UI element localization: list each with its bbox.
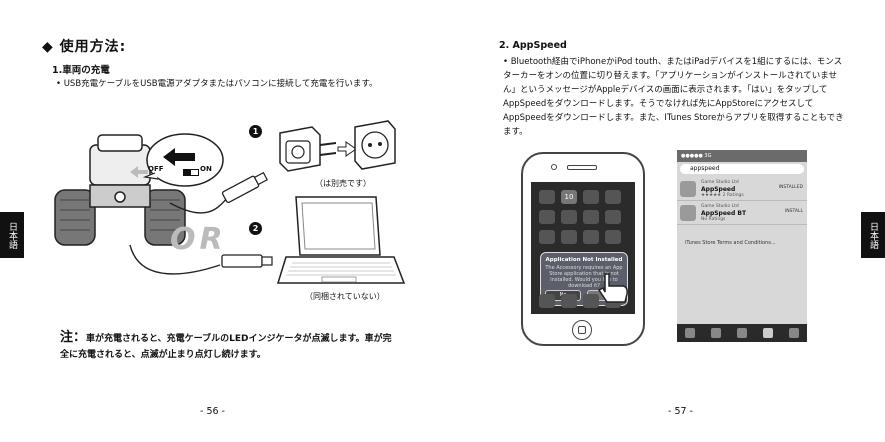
alert-title: Application Not Installed <box>545 257 623 263</box>
result-row-appspeed[interactable]: Game Studio Ltd AppSpeed ★★★★★ 2 Ratings… <box>677 178 807 201</box>
app-rating: ★★★★★ 2 Ratings <box>701 193 744 198</box>
tab-bar <box>677 324 807 342</box>
page-number: - 57 - <box>668 406 693 417</box>
app-name: AppSpeed <box>701 186 736 193</box>
tab-search[interactable] <box>763 328 773 338</box>
home-button[interactable] <box>572 320 592 340</box>
left-page: 日本語 ◆ 使用方法: 1.車両の充電 • USB充電ケーブルをUSB電源アダプ… <box>0 0 442 442</box>
status-bar: ●●●●● 3G <box>677 150 807 162</box>
app-store-screen: ●●●●● 3G appspeed Game Studio Ltd AppSpe… <box>677 150 807 342</box>
tab-categories[interactable] <box>711 328 721 338</box>
install-button[interactable]: INSTALL <box>784 209 803 214</box>
page-number: - 56 - <box>200 406 225 417</box>
result-row-appspeed-bt[interactable]: Game Studio Ltd AppSpeed BT No Ratings I… <box>677 202 807 225</box>
note-text: 車が充電されると、充電ケーブルのLEDインジケータが点滅します。車が完全に充電さ… <box>60 334 392 360</box>
step-marker-1: 1 <box>249 125 262 138</box>
note-label: 注： <box>60 330 87 345</box>
iphone-alert-mockup: 10 Application Not Installed The Accesso… <box>521 152 645 346</box>
app-vendor: Game Studio Ltd <box>701 204 739 209</box>
tab-featured[interactable] <box>685 328 695 338</box>
app-vendor: Game Studio Ltd <box>701 180 739 185</box>
search-input[interactable]: appspeed <box>680 164 804 174</box>
alert-message: The Accessory requires an App Store appl… <box>545 265 623 289</box>
switch-off-label: OFF <box>148 165 164 173</box>
page-title: ◆ 使用方法: <box>42 39 127 55</box>
section-body-charging: • USB充電ケーブルをUSB電源アダプタまたはパソコンに接続して充電を行います… <box>56 79 378 89</box>
language-tab: 日本語 <box>0 212 24 258</box>
charging-illustration <box>54 120 406 284</box>
calendar-icon: 10 <box>561 190 577 204</box>
charging-note: 注：車が充電されると、充電ケーブルのLEDインジケータが点滅します。車が完全に充… <box>60 330 400 363</box>
tab-top25[interactable] <box>737 328 747 338</box>
section-title-appspeed: 2. AppSpeed <box>499 40 567 51</box>
app-icon <box>680 181 696 197</box>
terms-link[interactable]: iTunes Store Terms and Conditions... <box>685 240 776 246</box>
right-page: 2. AppSpeed • Bluetooth経由でiPhoneかiPod to… <box>443 0 885 442</box>
app-icon <box>680 205 696 221</box>
section-title-charging: 1.車両の充電 <box>52 65 110 76</box>
switch-on-label: ON <box>200 165 212 173</box>
app-rating: No Ratings <box>701 217 726 222</box>
or-label: OR <box>170 222 227 257</box>
app-name: AppSpeed BT <box>701 210 747 217</box>
tap-hand-icon <box>597 273 628 303</box>
tab-updates[interactable] <box>789 328 799 338</box>
section-body-appspeed: • Bluetooth経由でiPhoneかiPod touth、またはiPadデ… <box>503 57 844 137</box>
language-tab: 日本語 <box>861 212 885 258</box>
step-marker-2: 2 <box>249 222 262 235</box>
caption-laptop: （同梱されていない） <box>305 292 385 301</box>
caption-adapter: （は別売です） <box>315 179 371 188</box>
installed-button[interactable]: INSTALLED <box>778 185 803 190</box>
